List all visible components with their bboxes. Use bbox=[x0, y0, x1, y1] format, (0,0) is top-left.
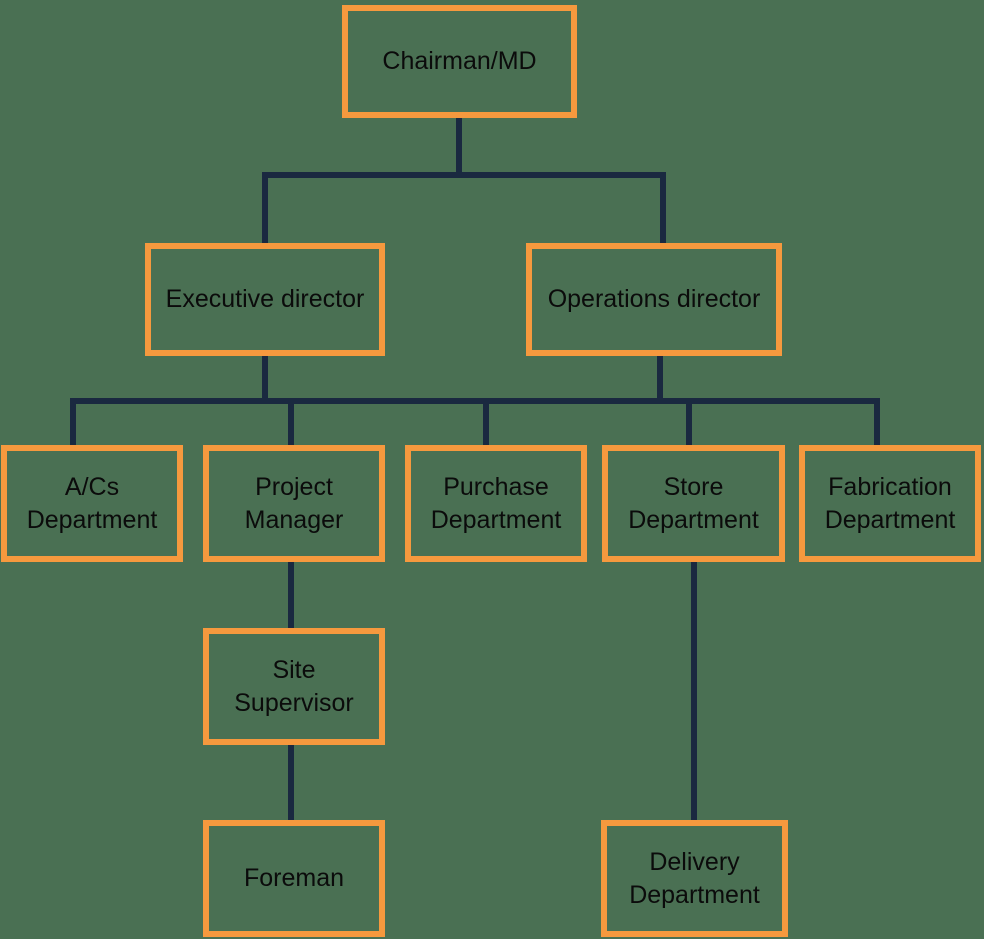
node-label: Store Department bbox=[628, 472, 759, 534]
node-project-manager: Project Manager bbox=[203, 445, 385, 562]
node-delivery-department: Delivery Department bbox=[601, 820, 788, 937]
connector-project-manager-to-site-supervisor bbox=[288, 560, 294, 630]
node-label: Project Manager bbox=[244, 472, 344, 534]
node-label: Operations director bbox=[547, 285, 761, 313]
connector-project-manager-drop bbox=[288, 398, 294, 449]
node-label: Delivery Department bbox=[629, 847, 760, 909]
node-label: Chairman/MD bbox=[382, 47, 537, 75]
node-fabrication-department: Fabrication Department bbox=[799, 445, 981, 562]
connector-executive-director-drop bbox=[262, 172, 268, 247]
node-chairman-md: Chairman/MD bbox=[342, 5, 577, 118]
node-label: Site Supervisor bbox=[234, 655, 354, 717]
node-operations-director: Operations director bbox=[526, 243, 782, 356]
node-label: A/Cs Department bbox=[26, 472, 158, 534]
node-label: Fabrication Department bbox=[824, 472, 956, 534]
node-label: Executive director bbox=[165, 285, 365, 313]
node-purchase-department: Purchase Department bbox=[405, 445, 587, 562]
node-acs-department: A/Cs Department bbox=[1, 445, 183, 562]
node-foreman: Foreman bbox=[203, 820, 385, 937]
connector-store-to-delivery bbox=[691, 560, 697, 823]
connector-chairman-drop bbox=[456, 118, 462, 178]
connector-store-department-drop bbox=[686, 398, 692, 449]
connector-operations-director-drop bbox=[660, 172, 666, 247]
node-executive-director: Executive director bbox=[145, 243, 385, 356]
node-label: Foreman bbox=[243, 864, 345, 892]
connector-fabrication-department-drop bbox=[874, 398, 880, 449]
connector-purchase-department-drop bbox=[483, 398, 489, 449]
connector-site-supervisor-to-foreman bbox=[288, 743, 294, 823]
connector-acs-department-drop bbox=[70, 398, 76, 449]
connector-operations-director-down bbox=[657, 356, 663, 402]
connector-directors-bus bbox=[262, 172, 666, 178]
connector-executive-director-down bbox=[262, 356, 268, 402]
node-site-supervisor: Site Supervisor bbox=[203, 628, 385, 745]
node-store-department: Store Department bbox=[602, 445, 785, 562]
connector-departments-bus bbox=[70, 398, 880, 404]
node-label: Purchase Department bbox=[430, 472, 562, 534]
